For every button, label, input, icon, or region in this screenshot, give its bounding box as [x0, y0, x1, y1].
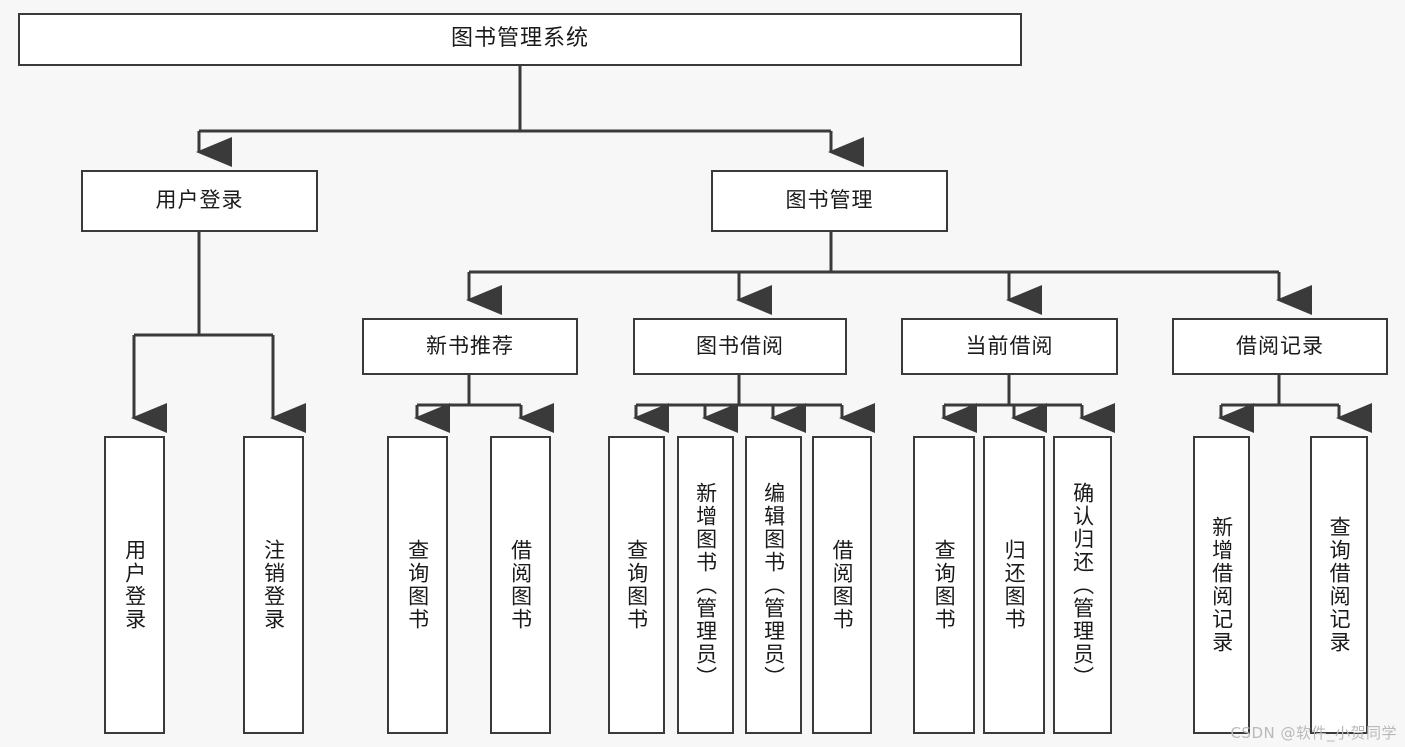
node-label: 注销登录: [261, 539, 286, 631]
node-label: 图书管理: [785, 188, 874, 213]
node-leaf-query-book-current[interactable]: 查询图书: [913, 436, 975, 734]
node-leaf-borrow-book-recommend[interactable]: 借阅图书: [490, 436, 551, 734]
node-label: 图书借阅: [696, 333, 784, 358]
node-label: 用户登录: [122, 539, 147, 631]
node-book-borrow[interactable]: 图书借阅: [633, 318, 847, 375]
node-leaf-query-book-recommend[interactable]: 查询图书: [387, 436, 448, 734]
node-label: 新增借阅记录: [1209, 516, 1234, 654]
node-label: 借阅图书: [508, 539, 533, 631]
node-label: 新书推荐: [426, 333, 514, 358]
node-leaf-return-book[interactable]: 归还图书: [983, 436, 1045, 734]
node-leaf-logout-login[interactable]: 注销登录: [243, 436, 304, 734]
node-current-borrow[interactable]: 当前借阅: [901, 318, 1118, 375]
node-book-manage[interactable]: 图书管理: [711, 170, 948, 232]
node-label: 查询图书: [405, 539, 430, 631]
node-leaf-confirm-return[interactable]: 确认归还（管理员）: [1053, 436, 1112, 734]
node-label: 查询图书: [932, 539, 957, 631]
node-label: 新增图书（管理员）: [693, 481, 718, 689]
node-label: 借阅记录: [1236, 333, 1324, 358]
node-label: 借阅图书: [830, 539, 855, 631]
node-leaf-borrow-book[interactable]: 借阅图书: [812, 436, 872, 734]
node-label: 归还图书: [1002, 539, 1027, 631]
node-user-login[interactable]: 用户登录: [81, 170, 318, 232]
node-label: 图书管理系统: [450, 26, 589, 52]
node-label: 用户登录: [155, 188, 244, 213]
node-label: 查询借阅记录: [1327, 516, 1352, 654]
node-root-book-management-system[interactable]: 图书管理系统: [18, 13, 1022, 66]
node-leaf-add-book[interactable]: 新增图书（管理员）: [677, 436, 734, 734]
node-label: 编辑图书（管理员）: [761, 481, 786, 689]
csdn-watermark: CSDN @软件_小贺同学: [1230, 724, 1397, 742]
node-new-book-recommend[interactable]: 新书推荐: [362, 318, 578, 375]
node-leaf-user-login[interactable]: 用户登录: [104, 436, 165, 734]
node-borrow-record[interactable]: 借阅记录: [1172, 318, 1388, 375]
node-label: 当前借阅: [965, 333, 1054, 358]
node-leaf-query-book-borrow[interactable]: 查询图书: [608, 436, 665, 734]
node-leaf-query-borrow-record[interactable]: 查询借阅记录: [1310, 436, 1368, 734]
node-leaf-edit-book[interactable]: 编辑图书（管理员）: [745, 436, 802, 734]
node-leaf-add-borrow-record[interactable]: 新增借阅记录: [1193, 436, 1250, 734]
node-label: 确认归还（管理员）: [1070, 481, 1095, 689]
node-label: 查询图书: [624, 539, 649, 631]
